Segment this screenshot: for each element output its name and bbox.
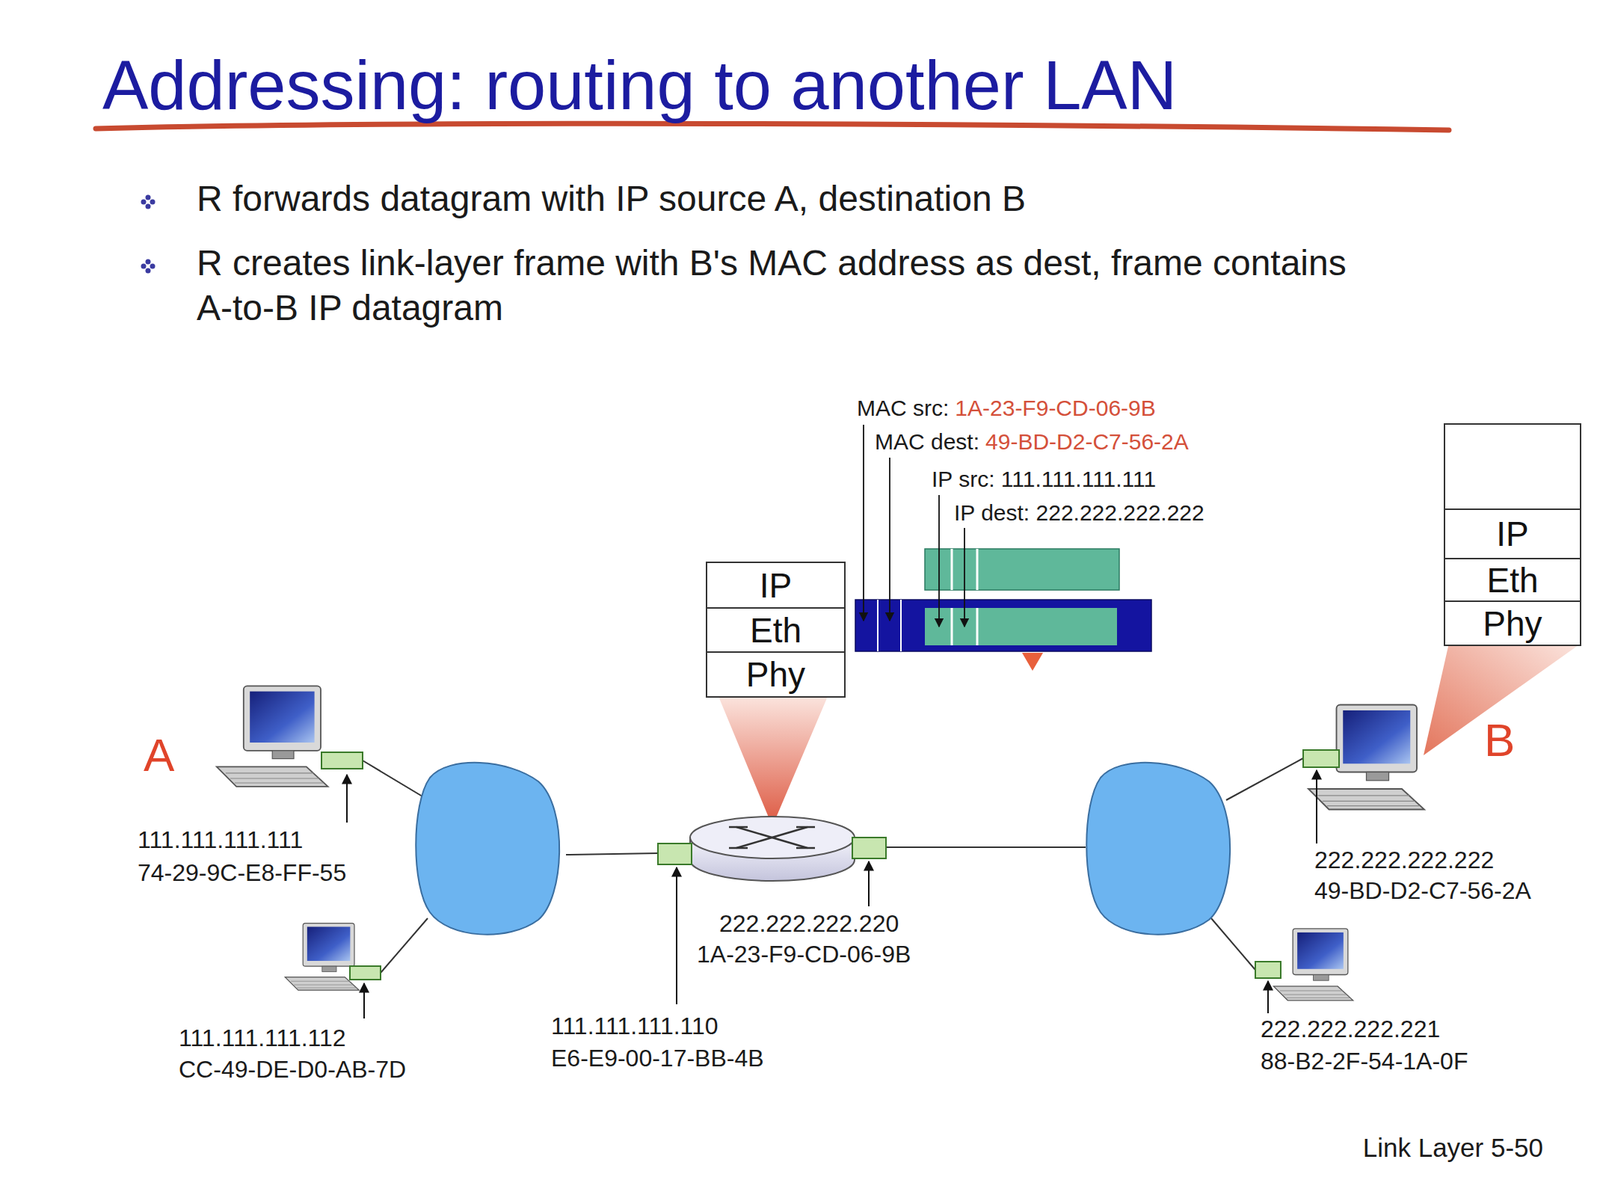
stack-cone — [717, 694, 829, 827]
protocol-layer: Eth — [707, 607, 845, 652]
link-line — [380, 918, 428, 973]
link-line — [565, 853, 658, 855]
mac-address: CC-49-DE-D0-AB-7D — [178, 1054, 406, 1084]
host-computer — [1303, 705, 1425, 810]
protocol-layer: Phy — [1445, 600, 1580, 645]
ip-address: 222.222.222.222 — [1314, 845, 1494, 875]
bullet-mark — [145, 259, 152, 265]
bullet-mark — [145, 195, 152, 201]
leader-arrow — [363, 983, 365, 1019]
field-pointer — [863, 424, 965, 627]
router-icon — [796, 826, 815, 829]
host-computer — [1255, 961, 1281, 978]
host-computer — [284, 923, 381, 991]
bullet-mark — [141, 195, 156, 274]
bullet-mark — [150, 199, 156, 205]
host-computer — [321, 752, 363, 769]
router-icon — [690, 816, 855, 859]
ethernet-frame — [855, 599, 1152, 652]
bullet-text: R creates link-layer frame with B's MAC … — [196, 240, 1363, 331]
ethernet-frame — [877, 599, 879, 652]
mac-address: 74-29-9C-E8-FF-55 — [137, 858, 347, 887]
link-line — [1226, 758, 1304, 800]
router-icon — [728, 826, 815, 848]
protocol-layer: Phy — [707, 651, 845, 697]
host-computer — [1255, 928, 1354, 1001]
leader-arrow — [1315, 770, 1318, 844]
lan-cloud — [415, 762, 560, 935]
ip-address: 111.111.111.110 — [551, 1011, 719, 1040]
link-line — [1211, 918, 1256, 970]
leader-arrow — [346, 774, 348, 823]
field-pointer — [938, 494, 940, 627]
field-name: IP src: 111.111.111.111 — [931, 465, 1156, 493]
empty-layer — [1445, 424, 1580, 509]
field-pointer — [862, 424, 865, 621]
mac-address: E6-E9-00-17-BB-4B — [551, 1043, 765, 1073]
host-name: A — [143, 727, 175, 783]
host-computer — [1303, 749, 1340, 768]
slide-title: Addressing: routing to another LAN — [102, 44, 1177, 127]
router-icon — [657, 843, 692, 865]
ethernet-frame — [900, 599, 902, 652]
ip-address: 111.111.111.112 — [178, 1023, 347, 1052]
field-name: IP dest: 222.222.222.222 — [954, 499, 1205, 527]
bullet-mark — [141, 199, 147, 205]
leader-arrow — [346, 770, 1317, 1019]
title-underline — [95, 123, 1449, 131]
leader-arrow — [1267, 980, 1269, 1014]
field-pointer — [963, 527, 966, 627]
field-name: MAC dest: — [874, 428, 980, 456]
ethernet-frame — [976, 548, 979, 590]
host-computer — [349, 965, 381, 980]
host-name: B — [1484, 712, 1515, 768]
protocol-stack: IPEthPhy — [1443, 423, 1582, 646]
protocol-layer: IP — [1445, 508, 1580, 558]
ip-address: 111.111.111.111 — [137, 825, 303, 854]
ip-address: 222.222.222.220 — [719, 909, 899, 938]
field-value: 1A-23-F9-CD-06-9B — [954, 394, 1156, 422]
bullet-mark — [150, 263, 156, 270]
ip-address: 222.222.222.221 — [1260, 1014, 1440, 1043]
lan-cloud — [1086, 762, 1230, 935]
ethernet-frame — [855, 548, 1152, 671]
mac-address: 1A-23-F9-CD-06-9B — [696, 939, 911, 969]
router-icon — [852, 837, 886, 859]
host-computer — [216, 685, 363, 786]
leader-arrow — [675, 867, 678, 1005]
bullet-mark — [145, 268, 152, 274]
router-icon — [728, 826, 748, 829]
host-computer — [216, 685, 329, 786]
router-icon — [728, 847, 748, 850]
protocol-layer: IP — [707, 562, 845, 608]
protocol-stack: IPEthPhy — [705, 561, 846, 698]
slide-footer: Link Layer 5-50 — [1362, 1131, 1544, 1164]
ethernet-frame — [951, 607, 954, 646]
link-line — [362, 758, 1304, 973]
host-computer — [284, 923, 359, 991]
ethernet-frame — [924, 548, 1120, 590]
host-computer — [1273, 928, 1353, 1001]
field-pointer — [888, 457, 891, 621]
mac-address: 49-BD-D2-C7-56-2A — [1314, 876, 1532, 905]
ethernet-frame — [1022, 652, 1043, 671]
router-icon — [736, 826, 808, 848]
bullet-text: R forwards datagram with IP source A, de… — [196, 176, 1363, 222]
field-value: 49-BD-D2-C7-56-2A — [985, 428, 1189, 456]
bullet-mark — [141, 263, 147, 270]
router-icon — [736, 826, 808, 848]
ethernet-frame — [924, 607, 1118, 646]
ethernet-frame — [976, 607, 979, 646]
router-icon — [657, 816, 886, 881]
link-line — [885, 846, 1086, 848]
mac-address: 88-B2-2F-54-1A-0F — [1260, 1046, 1468, 1076]
protocol-layer: Eth — [1445, 557, 1580, 601]
ethernet-frame — [951, 548, 954, 590]
leader-arrow — [868, 861, 870, 907]
router-icon — [796, 847, 815, 850]
field-name: MAC src: — [856, 394, 949, 422]
bullet-mark — [145, 204, 152, 210]
